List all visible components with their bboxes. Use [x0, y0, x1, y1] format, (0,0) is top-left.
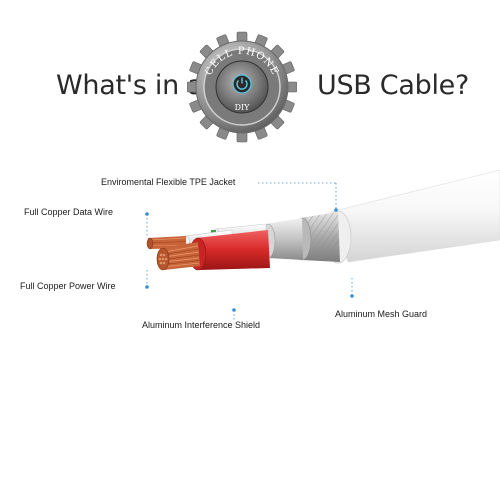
power-button-icon [232, 74, 252, 94]
heading-suffix: USB Cable? [317, 70, 469, 101]
shield-pointer-dot [232, 308, 236, 312]
data-pointer-dot [145, 212, 149, 216]
power-wire [156, 230, 270, 271]
heading-prefix: What's in a [56, 70, 204, 101]
pointer-lines [145, 182, 354, 320]
label-mesh-guard: Aluminum Mesh Guard [335, 309, 428, 319]
label-tpe-jacket: Enviromental Flexible TPE Jacket [101, 177, 236, 187]
logo-bottom-text: DIY [235, 103, 251, 112]
label-interference-shield: Aluminum Interference Shield [142, 320, 261, 330]
jacket-pointer-dot [334, 208, 338, 212]
power-pointer-dot [145, 285, 149, 289]
label-data-wire: Full Copper Data Wire [24, 207, 114, 217]
cell-phone-diy-logo: CELL PHONE DIY [187, 31, 297, 143]
tpe-jacket [324, 169, 500, 264]
mesh-pointer-dot [350, 294, 354, 298]
label-power-wire: Full Copper Power Wire [20, 281, 116, 291]
